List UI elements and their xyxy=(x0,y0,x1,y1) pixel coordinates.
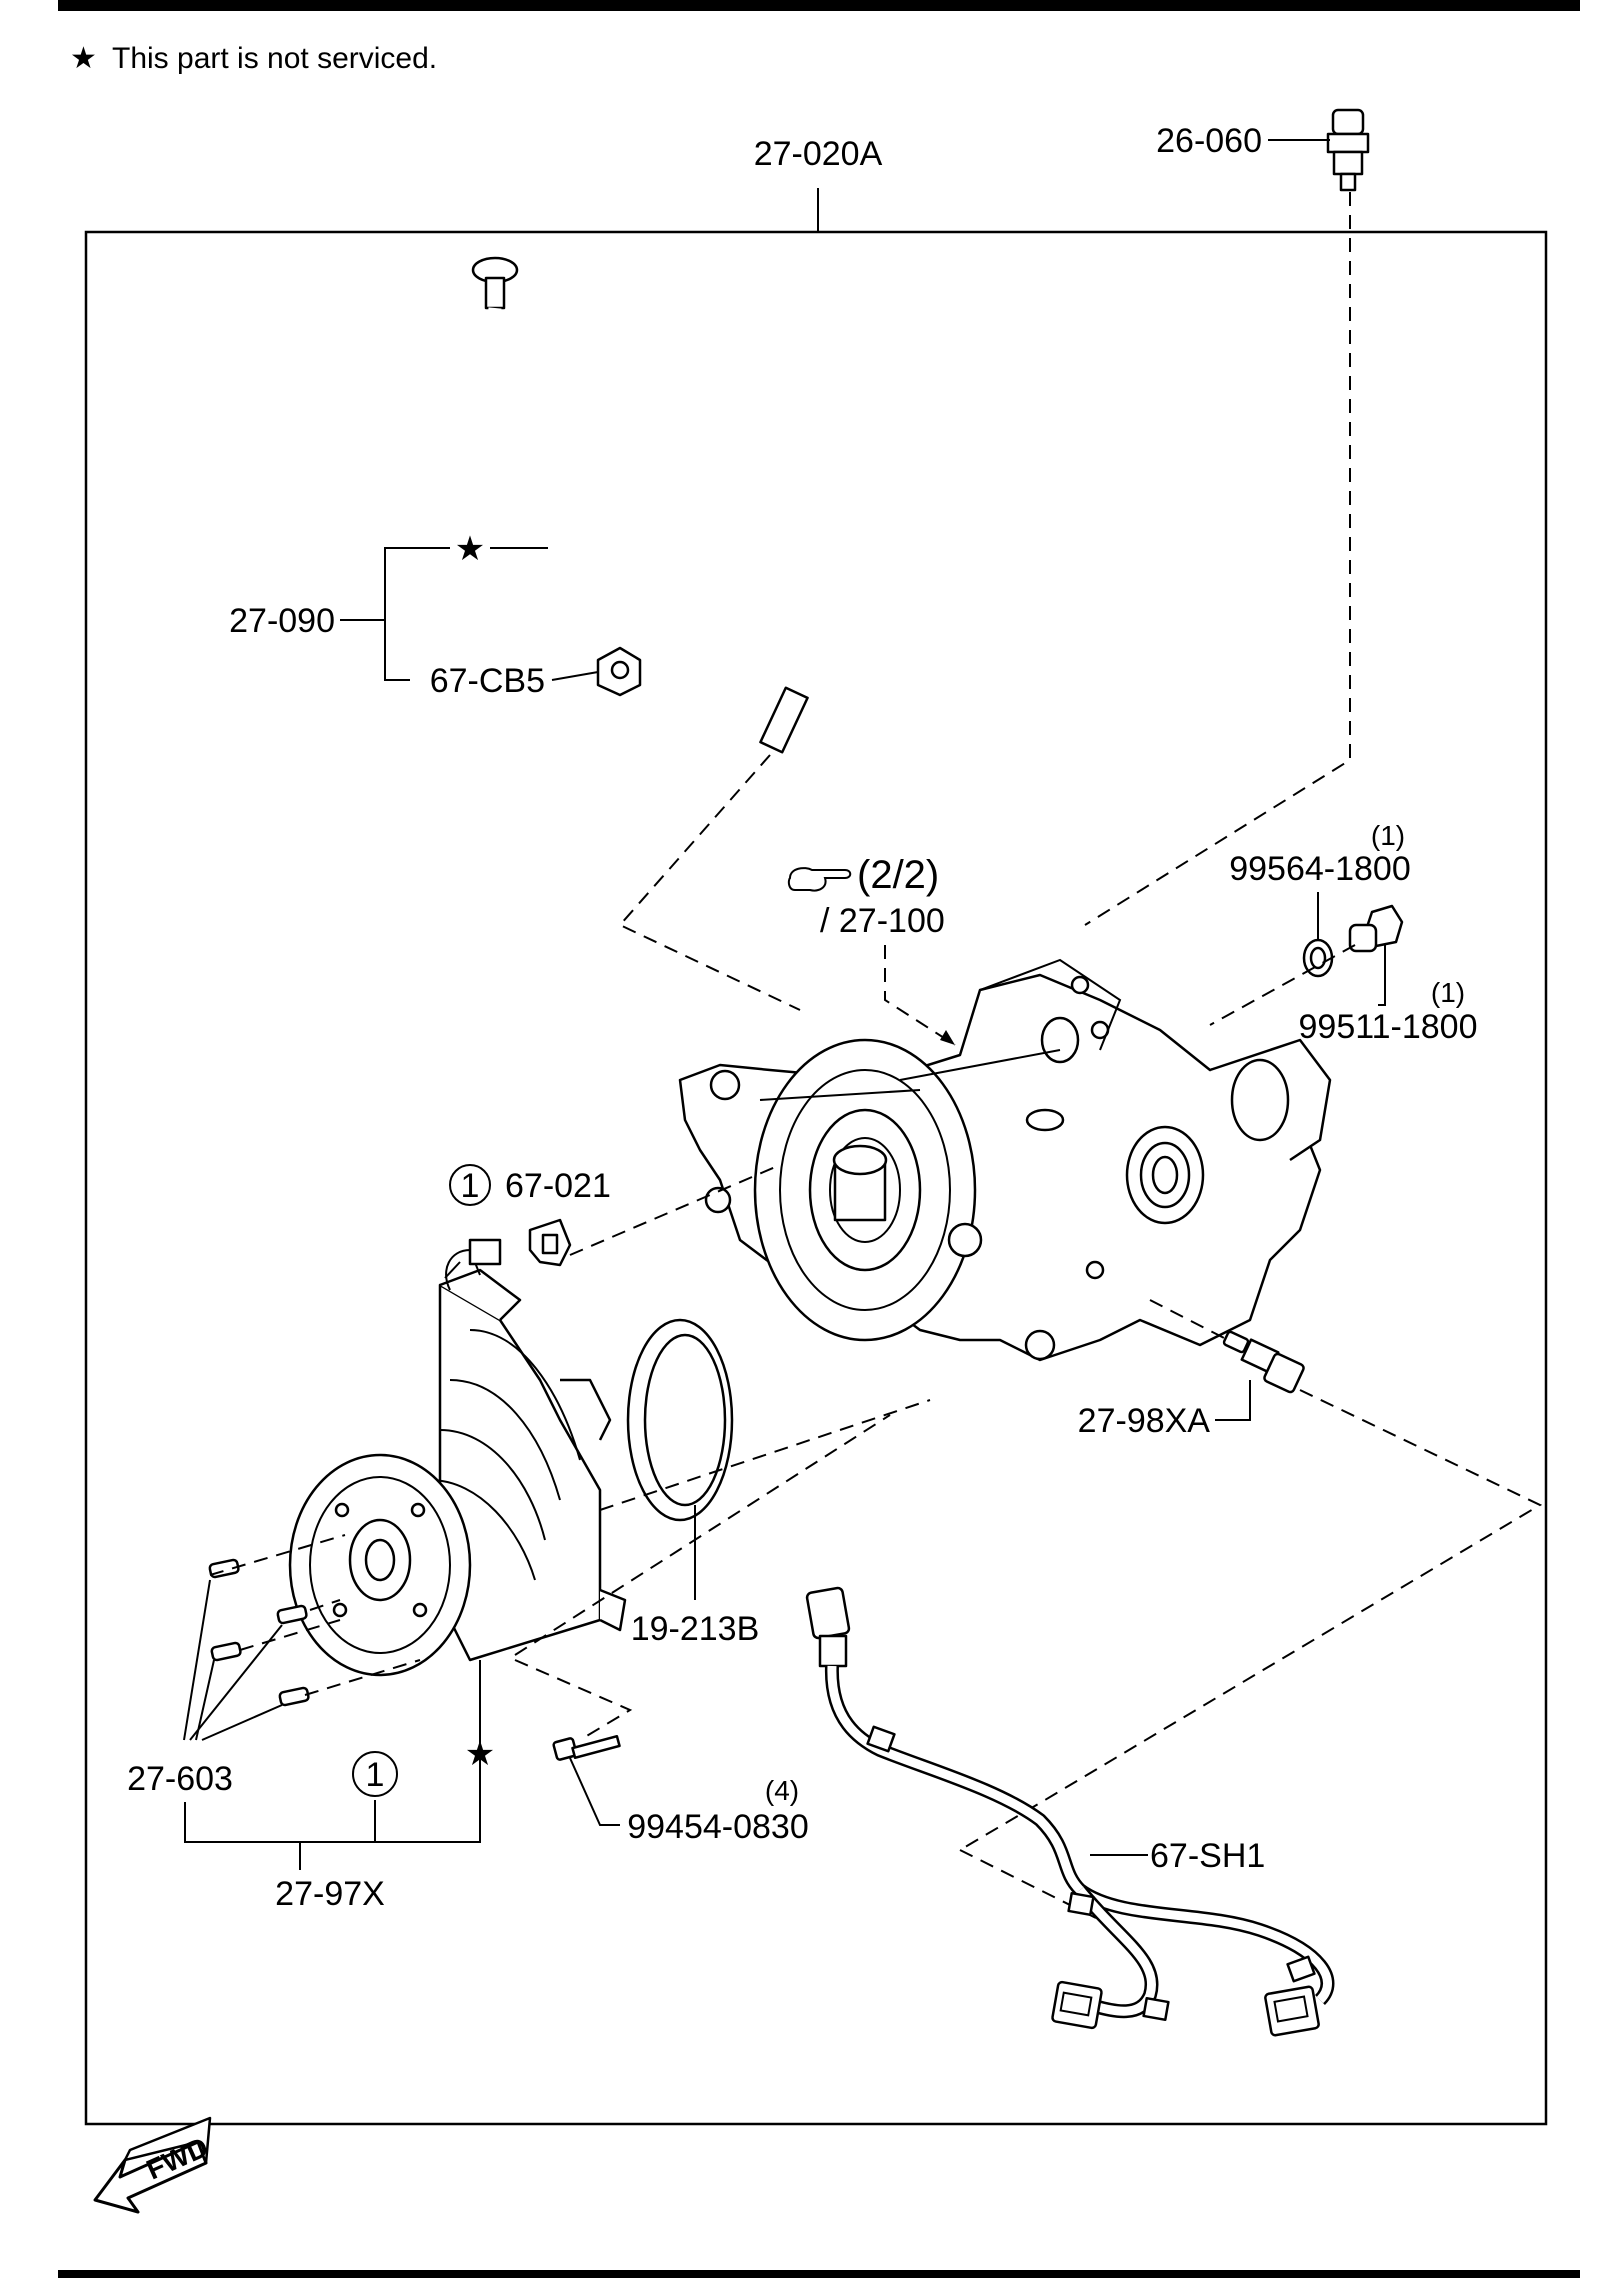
circle-num-1a: 1 xyxy=(461,1167,480,1205)
circle-num-67-021 xyxy=(449,1164,491,1206)
dash-26-060 xyxy=(1084,192,1351,926)
ref-page: (2/2) xyxy=(857,853,939,897)
leader-27-090 xyxy=(384,547,450,681)
label-67-CB5: 67-CB5 xyxy=(430,662,545,700)
electric-motor-27-97X xyxy=(288,1238,627,1677)
breather-hose-27-090 xyxy=(471,256,811,754)
label-27-090: 27-090 xyxy=(229,602,335,640)
label-27-603: 27-603 xyxy=(127,1760,233,1798)
assembly-frame xyxy=(84,230,1548,2126)
label-99511-1800: 99511-1800 xyxy=(1299,1008,1478,1046)
ref-part: / 27-100 xyxy=(820,902,945,940)
label-67-SH1: 67-SH1 xyxy=(1150,1837,1265,1875)
dash-ref xyxy=(884,945,956,1046)
label-67-021: 67-021 xyxy=(505,1167,611,1205)
label-19-213B: 19-213B xyxy=(631,1610,760,1648)
bolt-99454-0830 xyxy=(552,1734,621,1761)
circle-num-1b: 1 xyxy=(366,1756,385,1794)
label-27-020A: 27-020A xyxy=(754,135,883,173)
motor-star-icon: ★ xyxy=(465,1735,495,1773)
sensor-26-060 xyxy=(1326,108,1370,192)
label-26-060: 26-060 xyxy=(1156,122,1262,160)
breather-star-icon: ★ xyxy=(455,530,485,568)
dash-harness xyxy=(959,1389,1543,1851)
clip-67-CB5 xyxy=(596,646,642,697)
label-27-98XA: 27-98XA xyxy=(1078,1402,1211,1440)
label-27-97X: 27-97X xyxy=(275,1875,385,1913)
qty-99454-0830: (4) xyxy=(765,1775,799,1806)
fwd-arrow-icon: FWD xyxy=(93,2116,213,2214)
top-rule xyxy=(58,0,1580,11)
qty-99511-1800: (1) xyxy=(1431,977,1465,1008)
label-99564-1800: 99564-1800 xyxy=(1229,850,1411,888)
leader-27-97X xyxy=(184,1660,481,1843)
circle-num-27-97X xyxy=(352,1751,398,1797)
qty-99564-1800: (1) xyxy=(1371,820,1405,851)
studs-27-603 xyxy=(208,1558,310,1707)
bottom-rule xyxy=(58,2270,1580,2278)
label-99454-0830: 99454-0830 xyxy=(627,1808,809,1846)
rear-differential-housing xyxy=(678,958,1332,1362)
dash-breather xyxy=(618,754,801,1011)
pointing-hand-icon xyxy=(787,867,852,892)
wiring-harness-67-SH1 xyxy=(805,1586,1335,2037)
connector-clip-67-021 xyxy=(528,1218,572,1267)
dash-plug xyxy=(1209,944,1356,1026)
note-text: This part is not serviced. xyxy=(112,42,437,75)
note-star-icon: ★ xyxy=(70,42,97,75)
temp-sensor-27-98XA xyxy=(1222,1330,1305,1394)
dash-67-021 xyxy=(569,1164,781,1256)
plug-99511-1800 xyxy=(1348,904,1404,953)
